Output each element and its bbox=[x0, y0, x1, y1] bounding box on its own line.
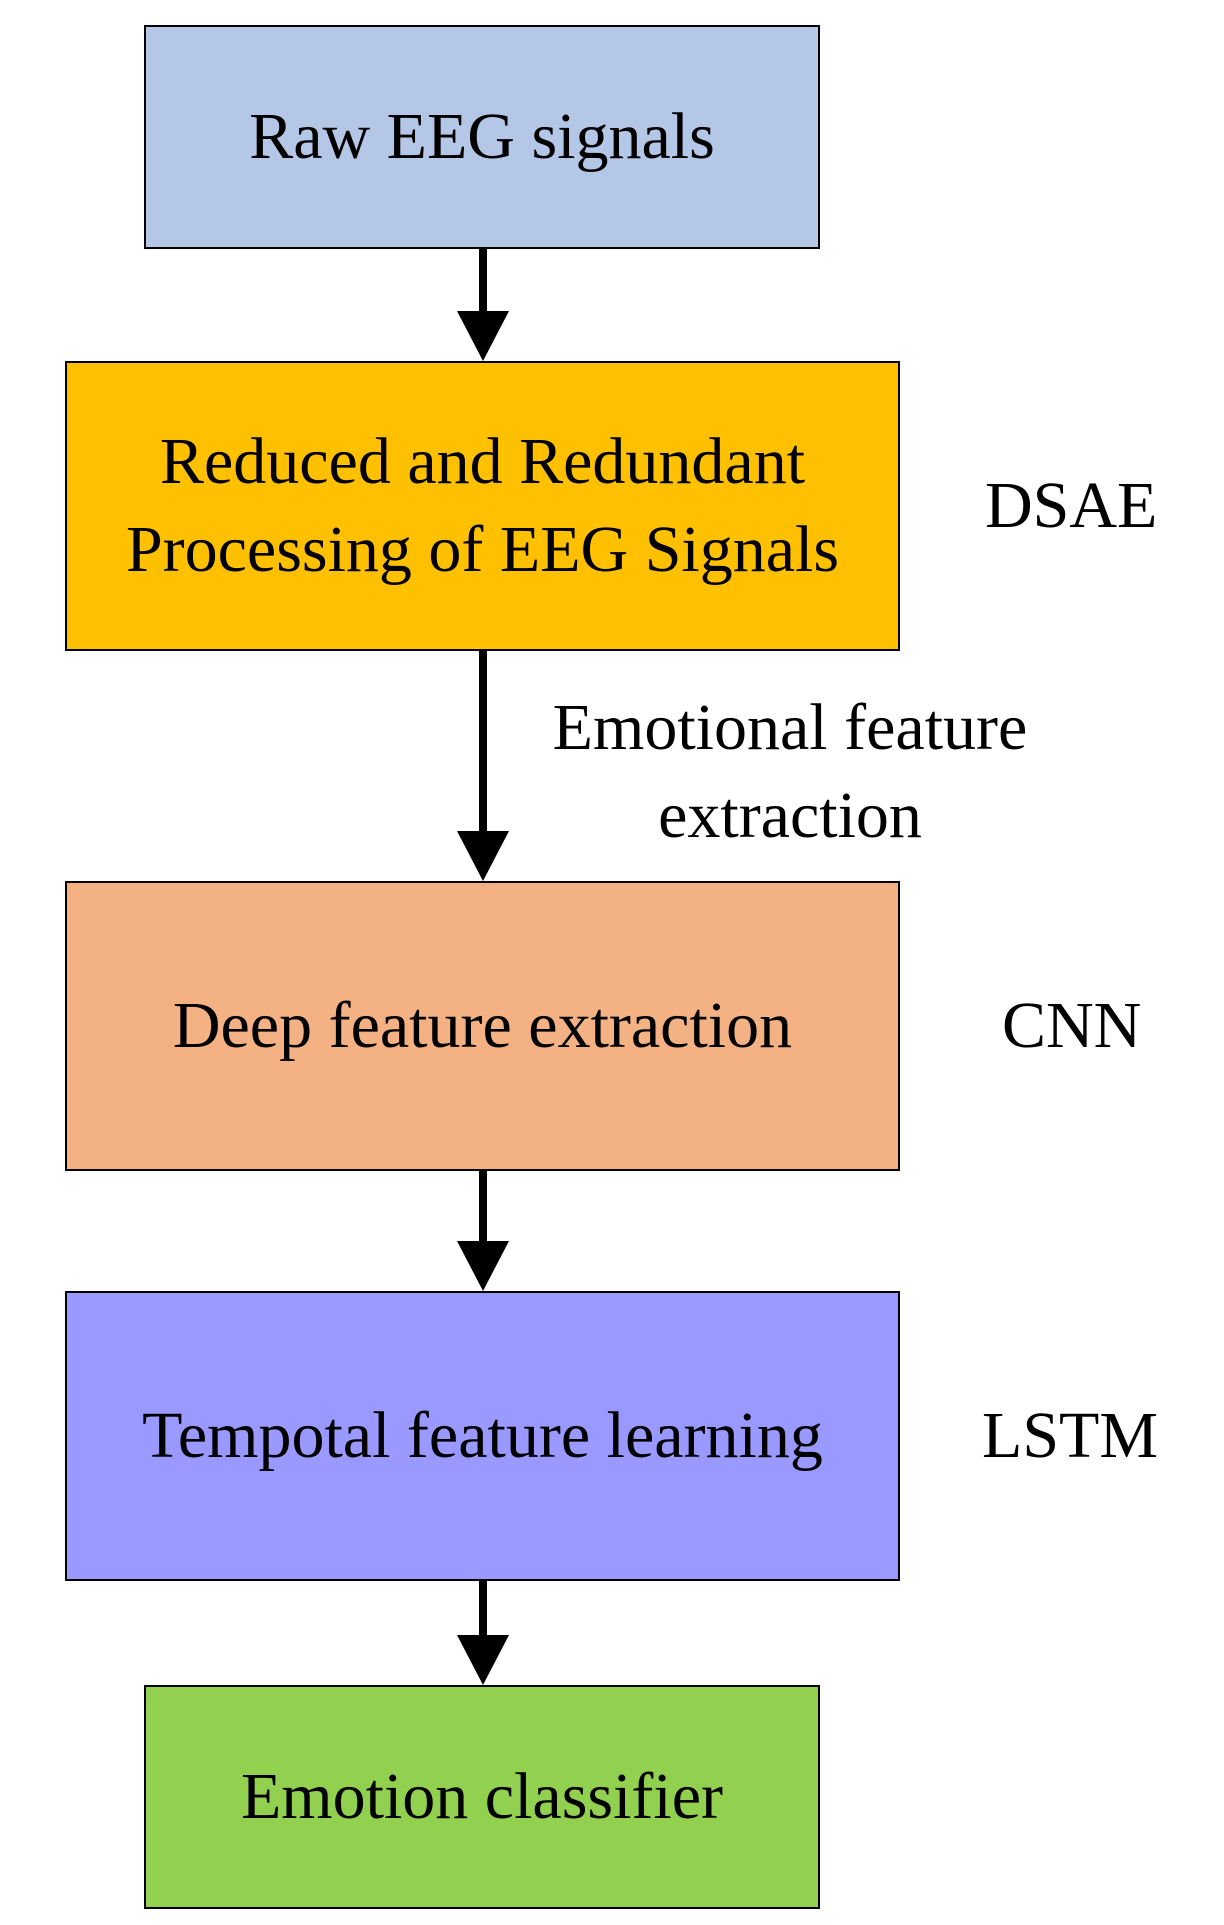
cnn-label: CNN bbox=[1002, 989, 1142, 1062]
deep-feature-extraction-label: Deep feature extraction bbox=[172, 989, 793, 1063]
temporal-feature-learning-label: Tempotal feature learning bbox=[142, 1399, 823, 1473]
lstm-label: LSTM bbox=[982, 1399, 1159, 1472]
emotion-classifier-label: Emotion classifier bbox=[240, 1760, 724, 1834]
dsae-processing-label: Reduced and Redundant Processing of EEG … bbox=[125, 425, 840, 586]
temporal-feature-learning-box: Tempotal feature learning bbox=[65, 1291, 900, 1581]
deep-feature-extraction-box: Deep feature extraction bbox=[65, 881, 900, 1171]
raw-eeg-signals-label: Raw EEG signals bbox=[249, 100, 715, 174]
emotion-classifier-box: Emotion classifier bbox=[144, 1685, 820, 1909]
emotional-feature-extraction-label: Emotional feature extraction bbox=[552, 691, 1028, 852]
dsae-processing-box: Reduced and Redundant Processing of EEG … bbox=[65, 361, 900, 651]
raw-eeg-signals-box: Raw EEG signals bbox=[144, 25, 820, 249]
dsae-label: DSAE bbox=[985, 469, 1158, 542]
